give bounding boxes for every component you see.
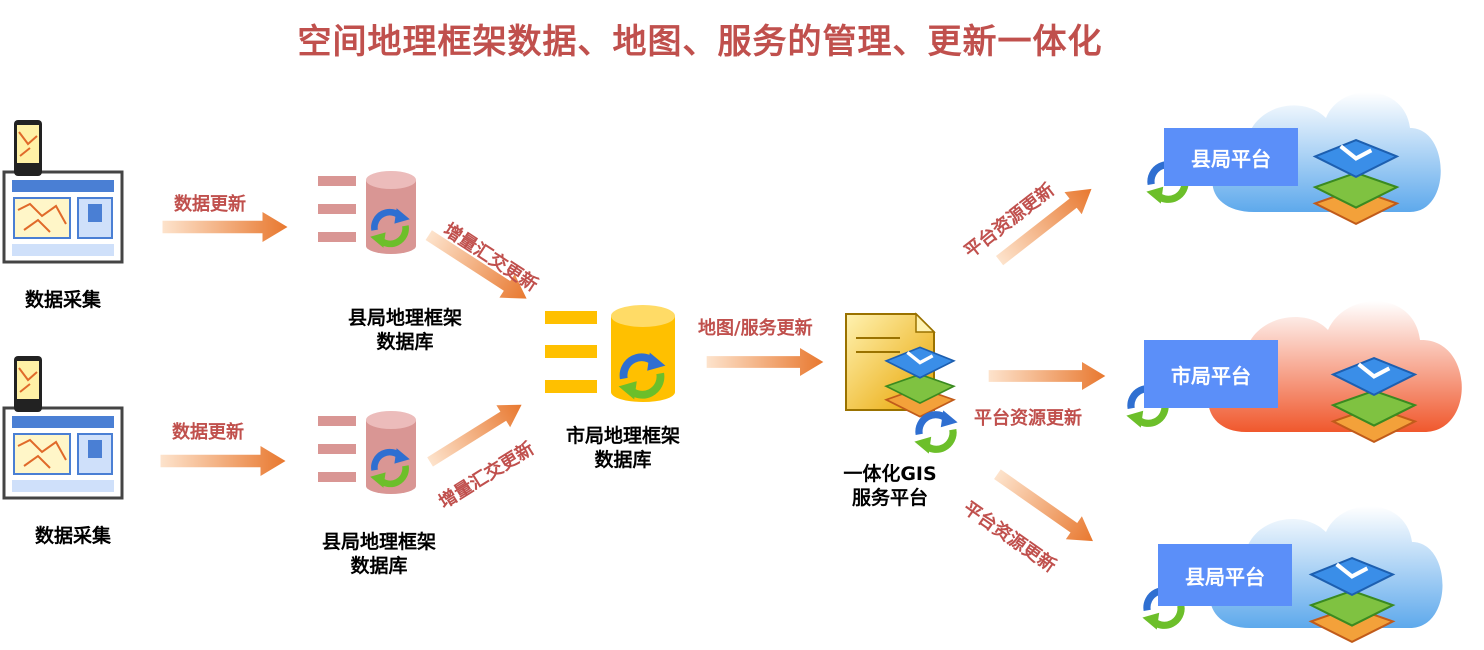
page-title: 空间地理框架数据、地图、服务的管理、更新一体化	[297, 22, 1103, 62]
platform-box-top: 县局平台	[1164, 128, 1298, 186]
phone-computer-icon	[2, 354, 124, 500]
county-db-line2: 数据库	[350, 555, 408, 577]
collector-label-top: 数据采集	[24, 289, 101, 311]
arrow-label-collect-top: 数据更新	[174, 194, 246, 215]
city-db-line2: 数据库	[594, 449, 652, 471]
county-db-icon	[318, 411, 416, 494]
platform-box-bottom: 县局平台	[1158, 544, 1292, 606]
arrow-label-map-service: 地图/服务更新	[698, 318, 813, 339]
collector-label-bottom: 数据采集	[34, 525, 111, 547]
phone-computer-icon	[2, 118, 124, 264]
gis-line2: 服务平台	[851, 487, 928, 509]
arrow-collect-bottom	[160, 446, 286, 476]
arrow-label-collect-bottom: 数据更新	[172, 422, 244, 443]
platform-box-mid: 市局平台	[1144, 340, 1278, 408]
county-db-label-bottom: 县局地理框架 数据库	[304, 530, 454, 578]
arrow-label-res-mid: 平台资源更新	[974, 408, 1082, 429]
map-layers-icon	[1311, 558, 1393, 642]
city-db-line1: 市局地理框架	[565, 425, 680, 447]
arrow-map-service	[706, 348, 824, 376]
county-db-line1: 县局地理框架	[347, 307, 462, 329]
gis-platform-label: 一体化GIS 服务平台	[820, 462, 960, 510]
arrow-collect-top	[162, 212, 288, 242]
county-db-line1: 县局地理框架	[321, 531, 436, 553]
gis-platform-icon	[845, 312, 958, 454]
arrow-res-mid	[988, 362, 1106, 390]
city-db-icon	[545, 305, 675, 402]
gis-line1: 一体化GIS	[843, 463, 937, 485]
county-db-icon	[318, 171, 416, 254]
county-db-label-top: 县局地理框架 数据库	[330, 306, 480, 354]
county-db-line2: 数据库	[376, 331, 434, 353]
city-db-label: 市局地理框架 数据库	[548, 424, 698, 472]
